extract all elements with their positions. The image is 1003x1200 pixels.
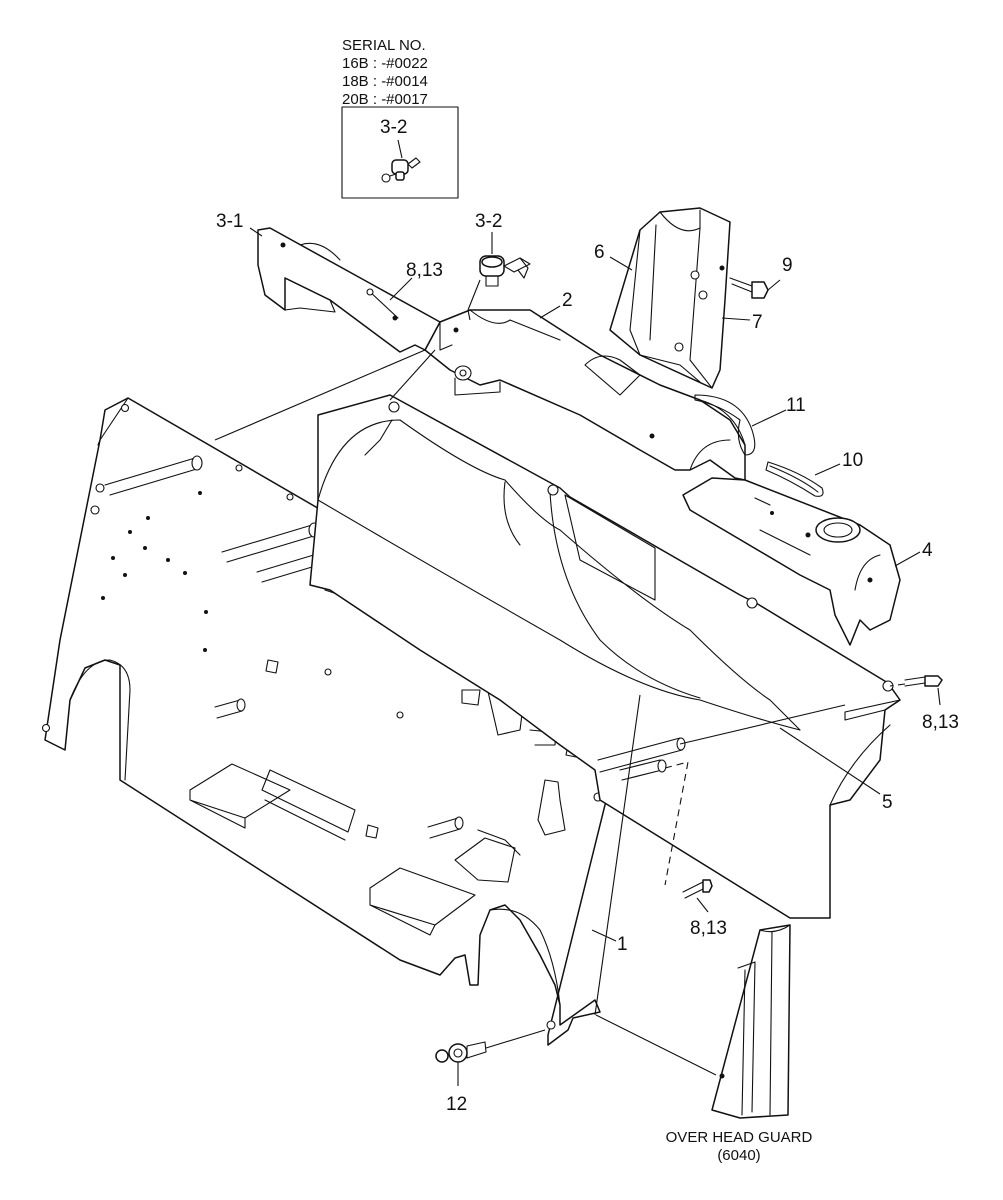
callout-8-13-top: 8,13 xyxy=(406,260,443,281)
callout-11: 11 xyxy=(786,395,806,416)
callout-12: 12 xyxy=(446,1094,467,1115)
callout-3-2: 3-2 xyxy=(475,211,502,232)
callout-2: 2 xyxy=(562,290,573,311)
over-head-guard-caption: OVER HEAD GUARD (6040) xyxy=(666,1129,813,1164)
serial-line-20b: 20B : -#0017 xyxy=(342,91,428,108)
bolt-8-13-bottom xyxy=(682,879,713,913)
part-4-right-cover xyxy=(682,477,901,646)
caption-line-2: (6040) xyxy=(717,1147,760,1164)
callout-9: 9 xyxy=(782,255,793,276)
part-1-base-plate xyxy=(41,397,641,1046)
callout-7: 7 xyxy=(752,312,763,333)
part-3-2-key-switch xyxy=(467,232,531,321)
callout-5: 5 xyxy=(882,792,893,813)
part-2-upper-cover xyxy=(424,309,746,481)
callout-labels: 3-1 3-2 8,13 2 6 9 7 11 10 4 8,13 5 8,13… xyxy=(216,211,959,1115)
serial-number-block: SERIAL NO. 16B : -#0022 18B : -#0014 20B… xyxy=(341,37,459,199)
serial-line-16b: 16B : -#0022 xyxy=(342,55,428,72)
callout-3-1: 3-1 xyxy=(216,211,243,232)
caption-line-1: OVER HEAD GUARD xyxy=(666,1129,813,1146)
bolt-12 xyxy=(435,1029,546,1086)
serial-title: SERIAL NO. xyxy=(342,37,426,54)
part-10-11-bands xyxy=(694,394,824,497)
callout-8-13-bottom: 8,13 xyxy=(690,918,727,939)
bolt-8-13-top xyxy=(366,277,413,319)
callout-4: 4 xyxy=(922,540,933,561)
serial-inset-frame xyxy=(341,106,459,199)
callout-8-13-right: 8,13 xyxy=(922,712,959,733)
pins-and-assembly-lines xyxy=(214,349,846,1076)
bolt-9 xyxy=(729,277,781,299)
serial-inset-label: 3-2 xyxy=(380,117,407,138)
part-6-7-column-covers xyxy=(609,207,731,389)
over-head-guard-post xyxy=(711,924,791,1119)
serial-line-18b: 18B : -#0014 xyxy=(342,73,428,90)
callout-1: 1 xyxy=(617,934,628,955)
callout-6: 6 xyxy=(594,242,605,263)
part-3-1-left-cover xyxy=(257,227,441,353)
key-switch-inset-icon xyxy=(381,139,421,183)
callout-10: 10 xyxy=(842,450,863,471)
part-5-rear-shroud xyxy=(309,394,901,919)
bolt-8-13-right xyxy=(889,675,943,706)
callout-leaders xyxy=(249,227,921,942)
